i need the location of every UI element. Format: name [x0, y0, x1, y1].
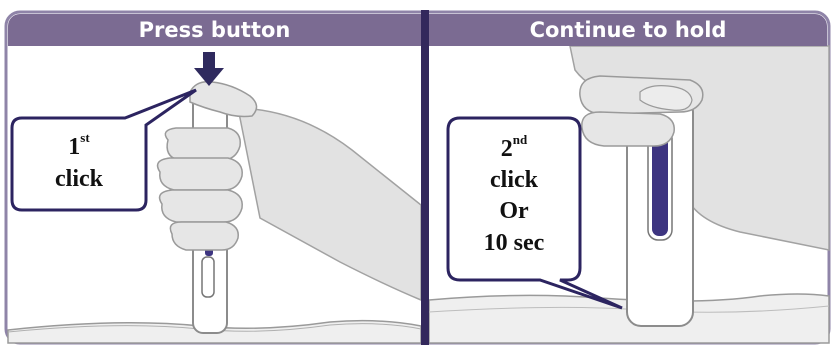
pen-window-right	[652, 132, 668, 236]
ten-seconds: 10 sec	[483, 229, 545, 256]
second-click-ordinal: 2nd	[500, 132, 528, 162]
first-click-word: click	[55, 165, 103, 192]
panel-divider	[421, 10, 429, 345]
header-press-button: Press button	[8, 14, 421, 46]
finger-2-left	[156, 157, 243, 191]
right-panel-artwork	[428, 45, 830, 344]
callout-left-text: 1st click	[14, 130, 144, 193]
first-click-ordinal: 1st	[68, 130, 90, 160]
pen-window-left	[201, 256, 215, 298]
finger-4-left	[169, 221, 239, 251]
callout-bubble-right	[446, 116, 623, 310]
callout-right-text: 2nd click Or 10 sec	[450, 132, 578, 259]
callout-bubble-left	[10, 88, 197, 212]
left-panel-artwork	[7, 52, 422, 344]
down-arrow-icon	[194, 52, 224, 86]
finger-3-left	[158, 189, 243, 223]
finger-1-left	[164, 127, 241, 161]
thumb-right	[639, 85, 693, 111]
or-word: Or	[499, 198, 529, 225]
header-continue-to-hold: Continue to hold	[429, 14, 827, 46]
second-click-word: click	[490, 167, 538, 194]
finger-2-right	[581, 111, 675, 147]
